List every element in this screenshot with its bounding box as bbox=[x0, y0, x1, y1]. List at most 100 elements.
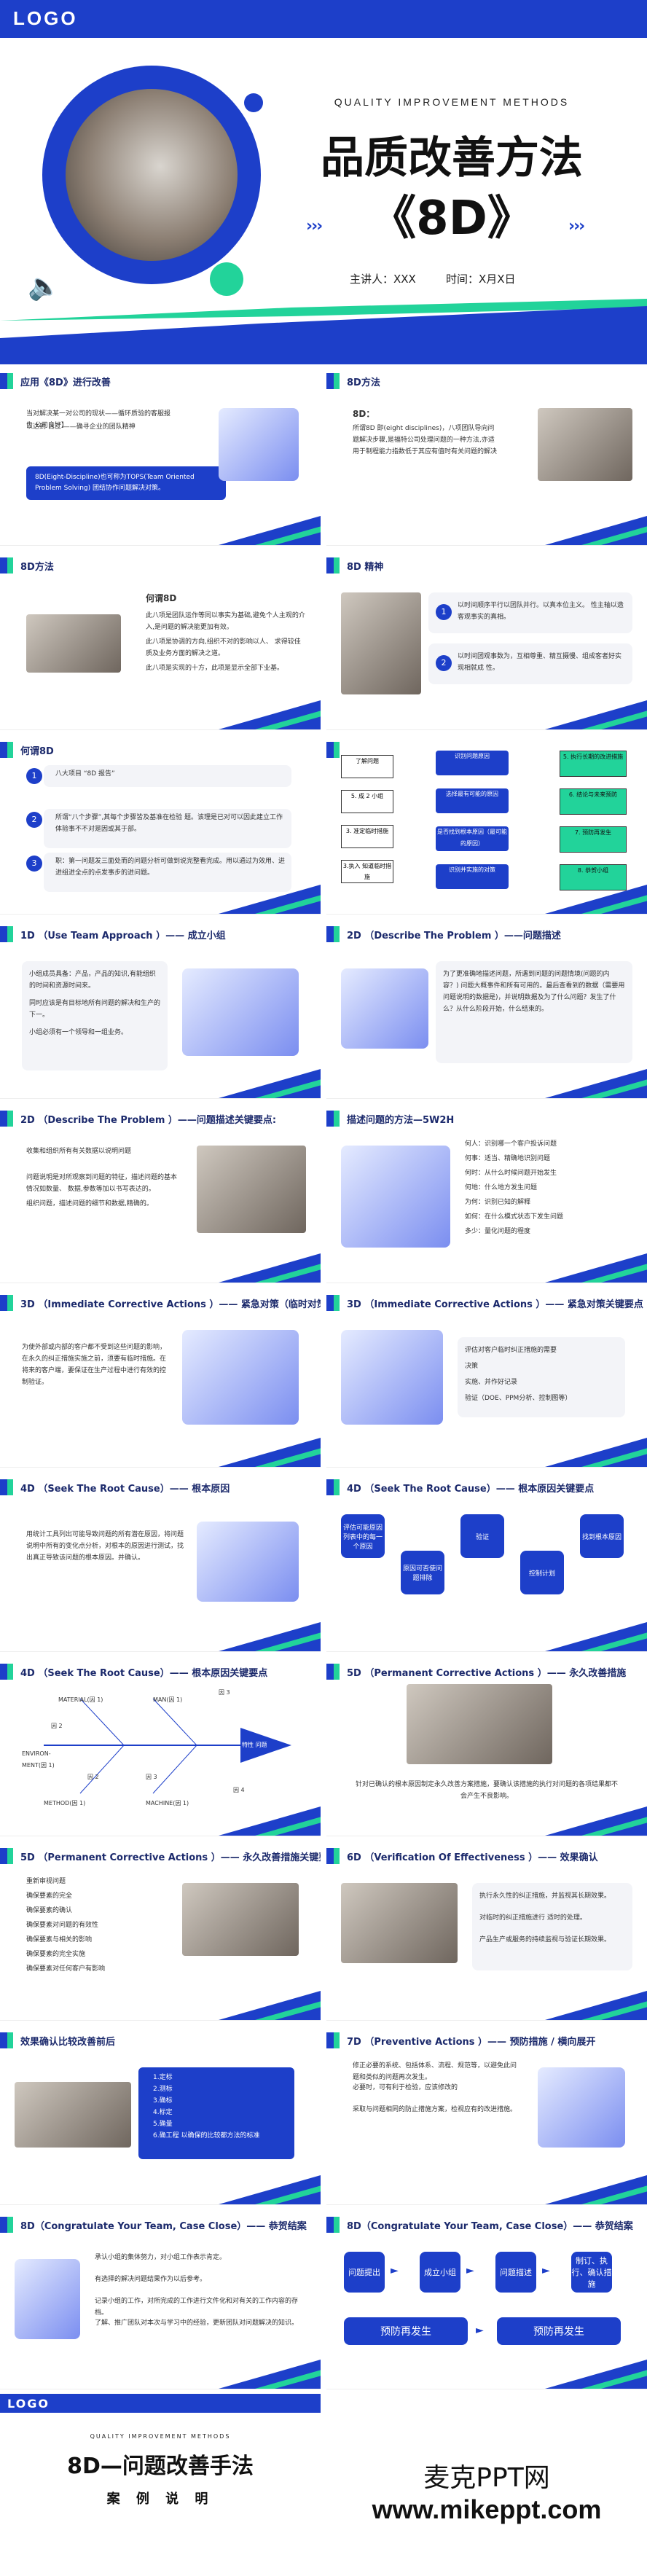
bullet: 确保要素对问题的有效性 bbox=[26, 1922, 99, 1929]
photo bbox=[197, 1146, 306, 1233]
slide-12: 3D （Immediate Corrective Actions ）—— 紧急对… bbox=[326, 1286, 647, 1468]
slide-title: 4D （Seek The Root Cause）—— 根本原因关键要点 bbox=[347, 1484, 595, 1495]
slide-11: 3D （Immediate Corrective Actions ）—— 紧急对… bbox=[0, 1286, 321, 1468]
item: 3.确标 bbox=[153, 2097, 173, 2105]
title-bar-blue bbox=[326, 1848, 334, 1864]
title-bar-blue bbox=[326, 1664, 334, 1680]
corner-wave-blue bbox=[219, 516, 321, 545]
flow-left: 3. 准定临时措施 bbox=[341, 825, 393, 848]
item-number: 1 bbox=[436, 604, 452, 620]
time-label: 时间：X月X日 bbox=[446, 273, 516, 286]
illustration bbox=[15, 2259, 80, 2339]
slide-title: 8D（Congratulate Your Team, Case Close）——… bbox=[347, 2221, 633, 2232]
fishbone-label: MAN(因 1) bbox=[153, 1696, 183, 1703]
title-bar-blue bbox=[326, 557, 334, 573]
illustration bbox=[197, 1522, 299, 1602]
slide-1: 应用《8D》进行改善当对解决某一对公司的现状——循环质验的客服报告 公司良好】以… bbox=[0, 364, 321, 546]
title-bar-green bbox=[7, 1664, 13, 1680]
brand-url[interactable]: www.mikeppt.com bbox=[372, 2494, 602, 2524]
fishbone-label: ENVIRON-MENT(因 1) bbox=[22, 1750, 55, 1769]
title-bar-blue bbox=[326, 2217, 334, 2233]
end-case: 案 例 说 明 bbox=[106, 2491, 214, 2507]
illustration bbox=[341, 1330, 443, 1425]
end-title: 8D—问题改善手法 bbox=[67, 2454, 254, 2479]
bullet: 承认小组的集体努力，对小组工作表示肯定。 bbox=[95, 2254, 227, 2261]
bullet: 确保要素对任何客户有影响 bbox=[26, 1965, 106, 1973]
slide-title: 5D （Permanent Corrective Actions ）—— 永久改… bbox=[20, 1852, 321, 1863]
title-bar-green bbox=[7, 1111, 13, 1127]
title-bar-green bbox=[7, 2032, 13, 2048]
title-bar-blue bbox=[326, 1111, 334, 1127]
corner-wave-blue bbox=[219, 1438, 321, 1467]
illustration bbox=[182, 968, 299, 1056]
pill-arrow: ► bbox=[476, 2325, 484, 2336]
body-line: 问题说明是对所观察到问题的特征，描述问题的基本情况如数量、 数据,参数等加以书写… bbox=[26, 1174, 178, 1193]
slide-title: 描述问题的方法—5W2H bbox=[347, 1115, 455, 1126]
title-bar-green bbox=[334, 1295, 340, 1311]
arrows-left: ››› bbox=[306, 217, 323, 235]
title-bar-blue bbox=[0, 1479, 7, 1495]
item-number: 2 bbox=[26, 812, 42, 828]
item-number: 1 bbox=[26, 768, 42, 784]
corner-wave-blue bbox=[219, 1991, 321, 2020]
blue-dot bbox=[244, 93, 263, 112]
title-bar-green bbox=[7, 742, 13, 758]
bullet: 评估对客户临时纠正措施的需要 bbox=[465, 1347, 557, 1354]
body-line: 何时：从什么时候问题开始发生 bbox=[465, 1170, 557, 1177]
prevent-pill: 预防再发生 bbox=[344, 2317, 468, 2345]
photo bbox=[538, 408, 632, 481]
green-dot bbox=[210, 262, 243, 296]
photo bbox=[26, 614, 121, 673]
illustration bbox=[219, 408, 299, 481]
title-bar-blue bbox=[0, 557, 7, 573]
slide-16: 5D （Permanent Corrective Actions ）—— 永久改… bbox=[326, 1655, 647, 1836]
bullet: 验证（DOE、PPM分析、控制图等） bbox=[465, 1395, 572, 1402]
text-box bbox=[22, 961, 168, 1070]
items-box bbox=[138, 2067, 294, 2159]
bullet: 决策 bbox=[465, 1363, 479, 1370]
title-bar-blue bbox=[0, 2032, 7, 2048]
corner-wave-blue bbox=[545, 2360, 647, 2389]
bullet: 小组成员具备：产品，产品的知识,有能组织的时间和资源时间来。 bbox=[29, 971, 156, 990]
title-bar-blue bbox=[0, 926, 7, 942]
title-bar-green bbox=[334, 2032, 340, 2048]
hex-item: 找到根本原因 bbox=[580, 1514, 624, 1558]
bullet: 此八项是协调的方向,组织不对的影响以人、 求得较佳 质及业务方面的解决之道。 bbox=[146, 638, 301, 657]
photo bbox=[182, 1883, 299, 1956]
slide-title: 8D 精神 bbox=[347, 562, 384, 573]
flow-right: 6. 结论与未来预防 bbox=[560, 788, 627, 815]
cover-photo bbox=[66, 89, 238, 261]
slide-title: 4D （Seek The Root Cause）—— 根本原因关键要点 bbox=[20, 1668, 268, 1679]
hex-item: 控制计划 bbox=[520, 1551, 564, 1594]
slide-title: 2D （Describe The Problem ）——问题描述关键要点: bbox=[20, 1115, 277, 1126]
body-line: 为何：识别已知的解释 bbox=[465, 1199, 531, 1206]
title-bar-green bbox=[7, 373, 13, 389]
text-box bbox=[458, 1337, 625, 1417]
bullet: 执行永久性的纠正措施，并监视其长期效果。 bbox=[479, 1892, 611, 1900]
flow-right: 7. 预防再发生 bbox=[560, 826, 627, 853]
cover-title-8d: 《8D》 bbox=[369, 192, 534, 246]
body-line: 当对解决某一对公司的现状——循环质验的客服报告 公司良好】 bbox=[26, 410, 171, 429]
body-text: 为了更准确地描述问题，所遇到问题的问题情境(问题的内容？) 问题大概事件和所有可… bbox=[443, 971, 625, 1013]
step-arrow: ► bbox=[542, 2265, 550, 2276]
slide-title: 8D（Congratulate Your Team, Case Close）——… bbox=[20, 2221, 307, 2232]
title-bar-green bbox=[334, 1111, 340, 1127]
logo: LOGO bbox=[13, 7, 78, 29]
title-bar-blue bbox=[0, 2217, 7, 2233]
illustration bbox=[341, 1146, 450, 1248]
illustration bbox=[182, 1330, 299, 1425]
slide-7: 1D （Use Team Approach ）—— 成立小组小组成员具备：产品，… bbox=[0, 917, 321, 1099]
corner-wave-blue bbox=[545, 1991, 647, 2020]
body-line: 多少：量化问题的程度 bbox=[465, 1228, 531, 1235]
hex-item: 评估可能原因列表中的每一个原因 bbox=[341, 1514, 385, 1558]
bullet: 小组必须有一个领导和一组业务。 bbox=[29, 1029, 128, 1036]
item: 6.确工程 以确保的比较都方法的标准 bbox=[153, 2132, 260, 2140]
corner-wave-blue bbox=[219, 1622, 321, 1651]
title-bar-blue bbox=[0, 373, 7, 389]
corner-wave-blue bbox=[219, 1253, 321, 1283]
text-box bbox=[436, 961, 632, 1063]
bullet: 产品生产或服务的持续监视与验证长期效果。 bbox=[479, 1936, 611, 1943]
bullet: 有选择的解决问题结果作为以后参考。 bbox=[95, 2276, 207, 2283]
